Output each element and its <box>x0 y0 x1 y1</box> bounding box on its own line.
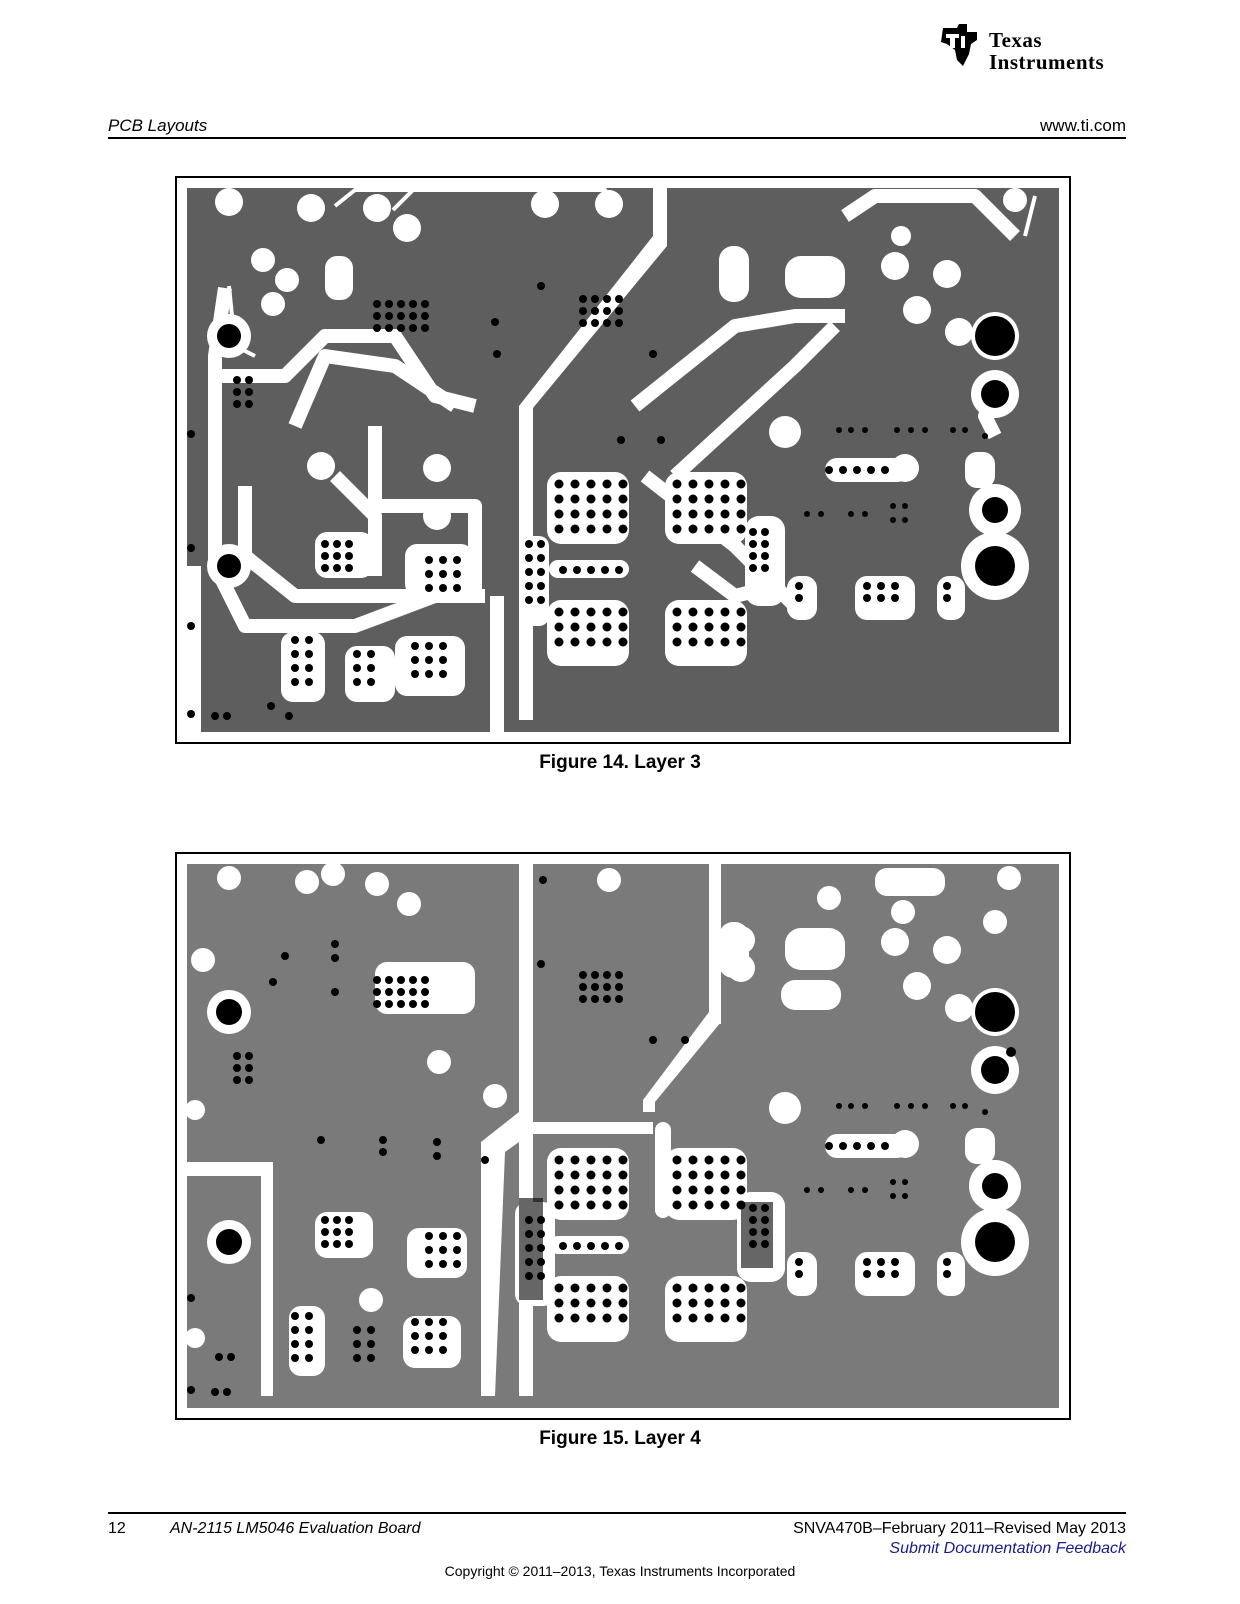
pcb-layer-4-image <box>175 852 1071 1420</box>
section-header: PCB Layouts <box>108 116 208 135</box>
copyright: Copyright © 2011–2013, Texas Instruments… <box>444 1563 796 1579</box>
page-number: 12 <box>108 1520 126 1537</box>
document-title: AN-2115 LM5046 Evaluation Board <box>170 1520 421 1537</box>
figure-15-caption: Figure 15. Layer 4 <box>539 1428 701 1449</box>
footer-rule <box>108 1512 1126 1514</box>
feedback-link[interactable]: Submit Documentation Feedback <box>889 1540 1126 1557</box>
header-rule <box>108 137 1126 139</box>
ti-logo: Texas Instruments <box>937 22 1127 74</box>
document-number: SNVA470B–February 2011–Revised May 2013 <box>793 1520 1126 1537</box>
site-url: www.ti.com <box>1040 116 1126 135</box>
ti-state-icon <box>941 24 977 66</box>
figure-14-caption: Figure 14. Layer 3 <box>539 752 701 773</box>
logo-word-1: Texas <box>989 28 1043 52</box>
logo-word-2: Instruments <box>989 50 1105 74</box>
pcb-layer-3-image <box>175 176 1071 744</box>
